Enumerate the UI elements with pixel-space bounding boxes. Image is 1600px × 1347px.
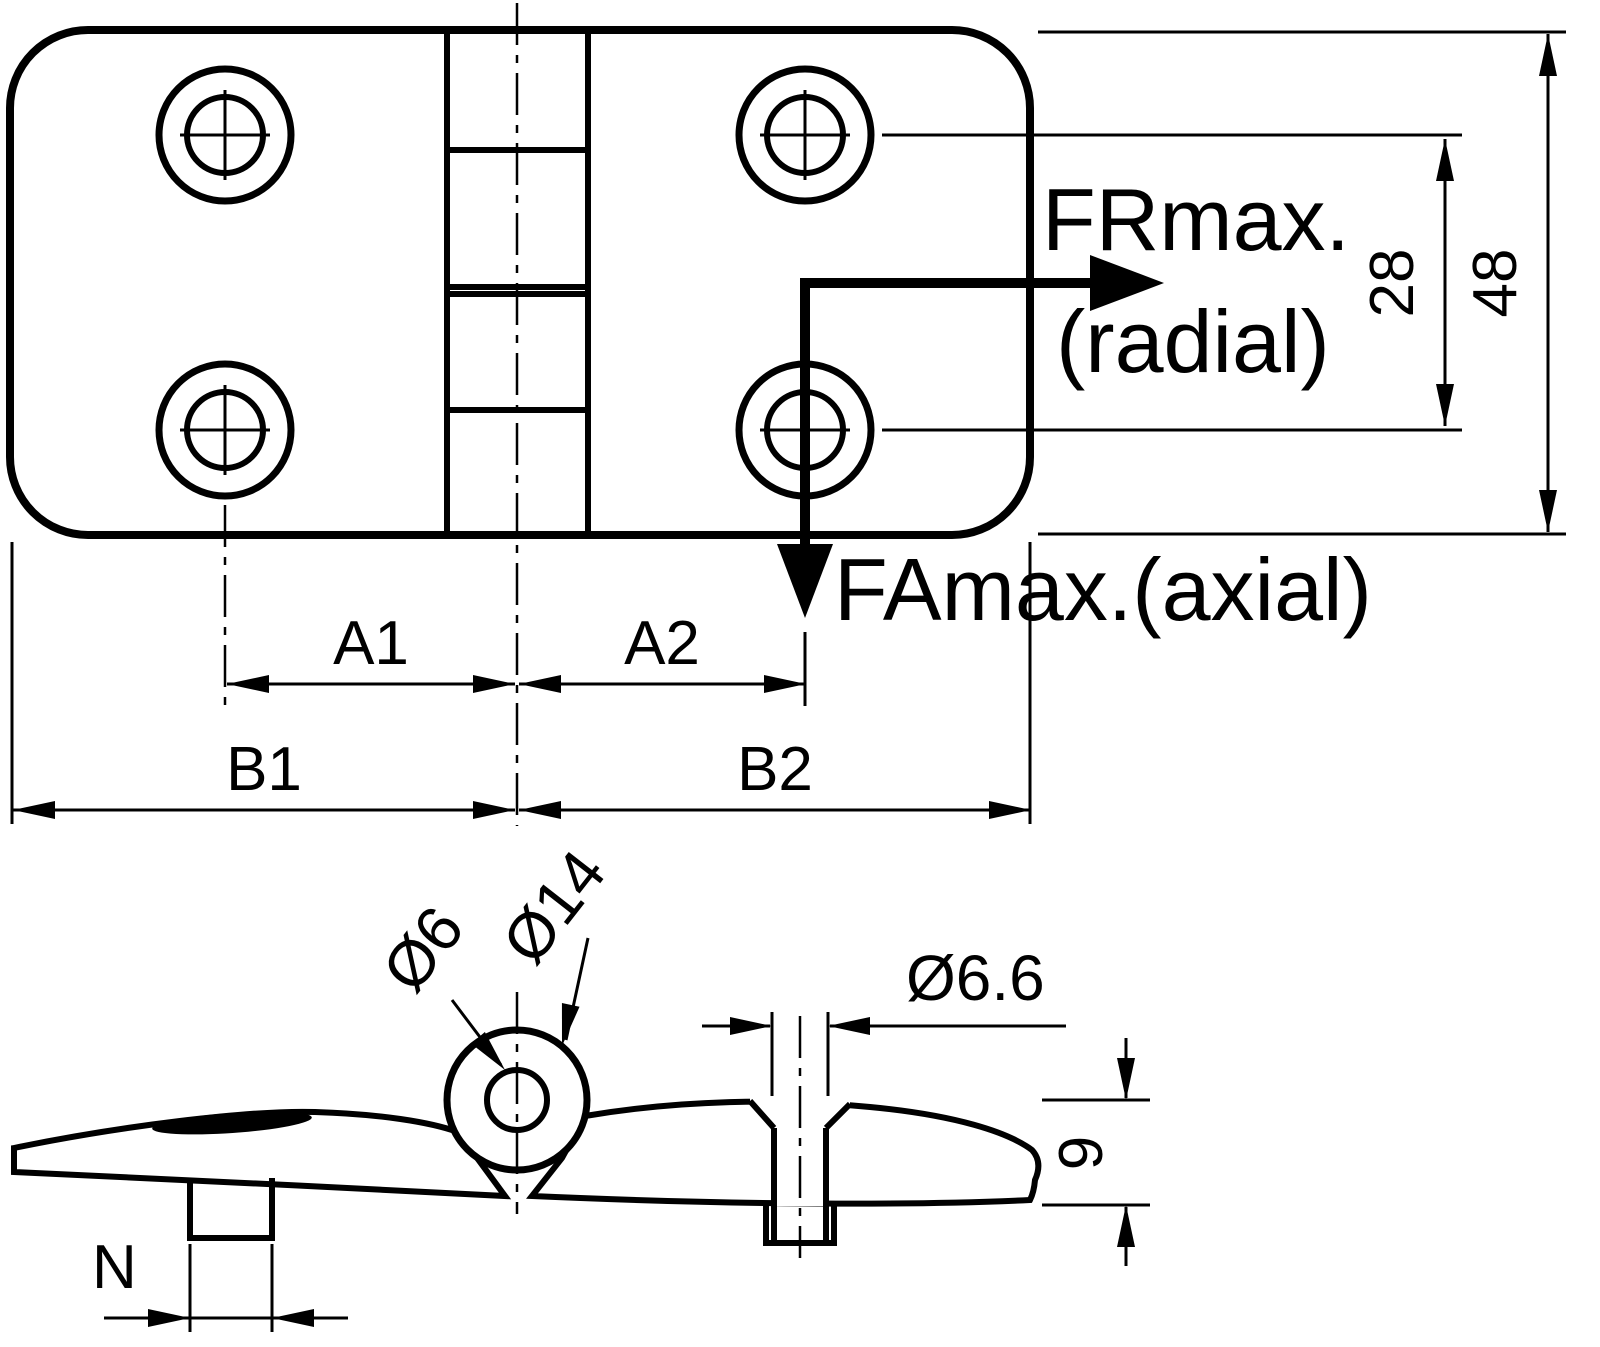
dim-label-a1: A1 xyxy=(333,609,409,678)
axial-force-arrowhead xyxy=(777,544,833,618)
label-axial-force: FAmax.(axial) xyxy=(834,540,1372,639)
left-leaf-hole-slot xyxy=(152,1111,312,1135)
dim-label-b2: B2 xyxy=(737,735,813,804)
dia-label-hole: Ø6.6 xyxy=(906,942,1045,1014)
section-centerlines xyxy=(515,992,802,1258)
mounting-hole-top-right xyxy=(735,65,875,205)
force-arrows xyxy=(777,255,1164,618)
dim-label-9: 9 xyxy=(1047,1136,1116,1170)
dim-label-28: 28 xyxy=(1358,249,1427,318)
section-view: Ø6 Ø14 Ø6.6 9 N xyxy=(11,837,1150,1332)
mounting-hole-bottom-left xyxy=(155,360,295,500)
screw-hole-lines xyxy=(747,1099,853,1240)
dimension-lines xyxy=(13,34,1550,812)
left-boss xyxy=(187,1178,275,1241)
dim-label-n: N xyxy=(92,1233,137,1302)
dim-label-b1: B1 xyxy=(226,735,302,804)
dia-label-pin: Ø6 xyxy=(368,893,477,1005)
hinge-barrel-edges xyxy=(444,30,591,535)
top-view: FRmax. (radial) FAmax.(axial) 28 48 A1 A… xyxy=(6,3,1566,826)
dim-label-a2: A2 xyxy=(624,609,700,678)
section-extension-lines xyxy=(188,1012,1150,1332)
force-arrow-lines xyxy=(800,278,1096,550)
mounting-hole-top-left xyxy=(155,65,295,205)
extension-lines xyxy=(10,30,1566,824)
dim-label-48: 48 xyxy=(1461,249,1530,318)
label-radial-unit: (radial) xyxy=(1056,292,1330,391)
dia-label-knuckle: Ø14 xyxy=(488,837,619,977)
dimension-arrowheads xyxy=(13,34,1557,819)
label-radial-force: FRmax. xyxy=(1042,170,1350,269)
